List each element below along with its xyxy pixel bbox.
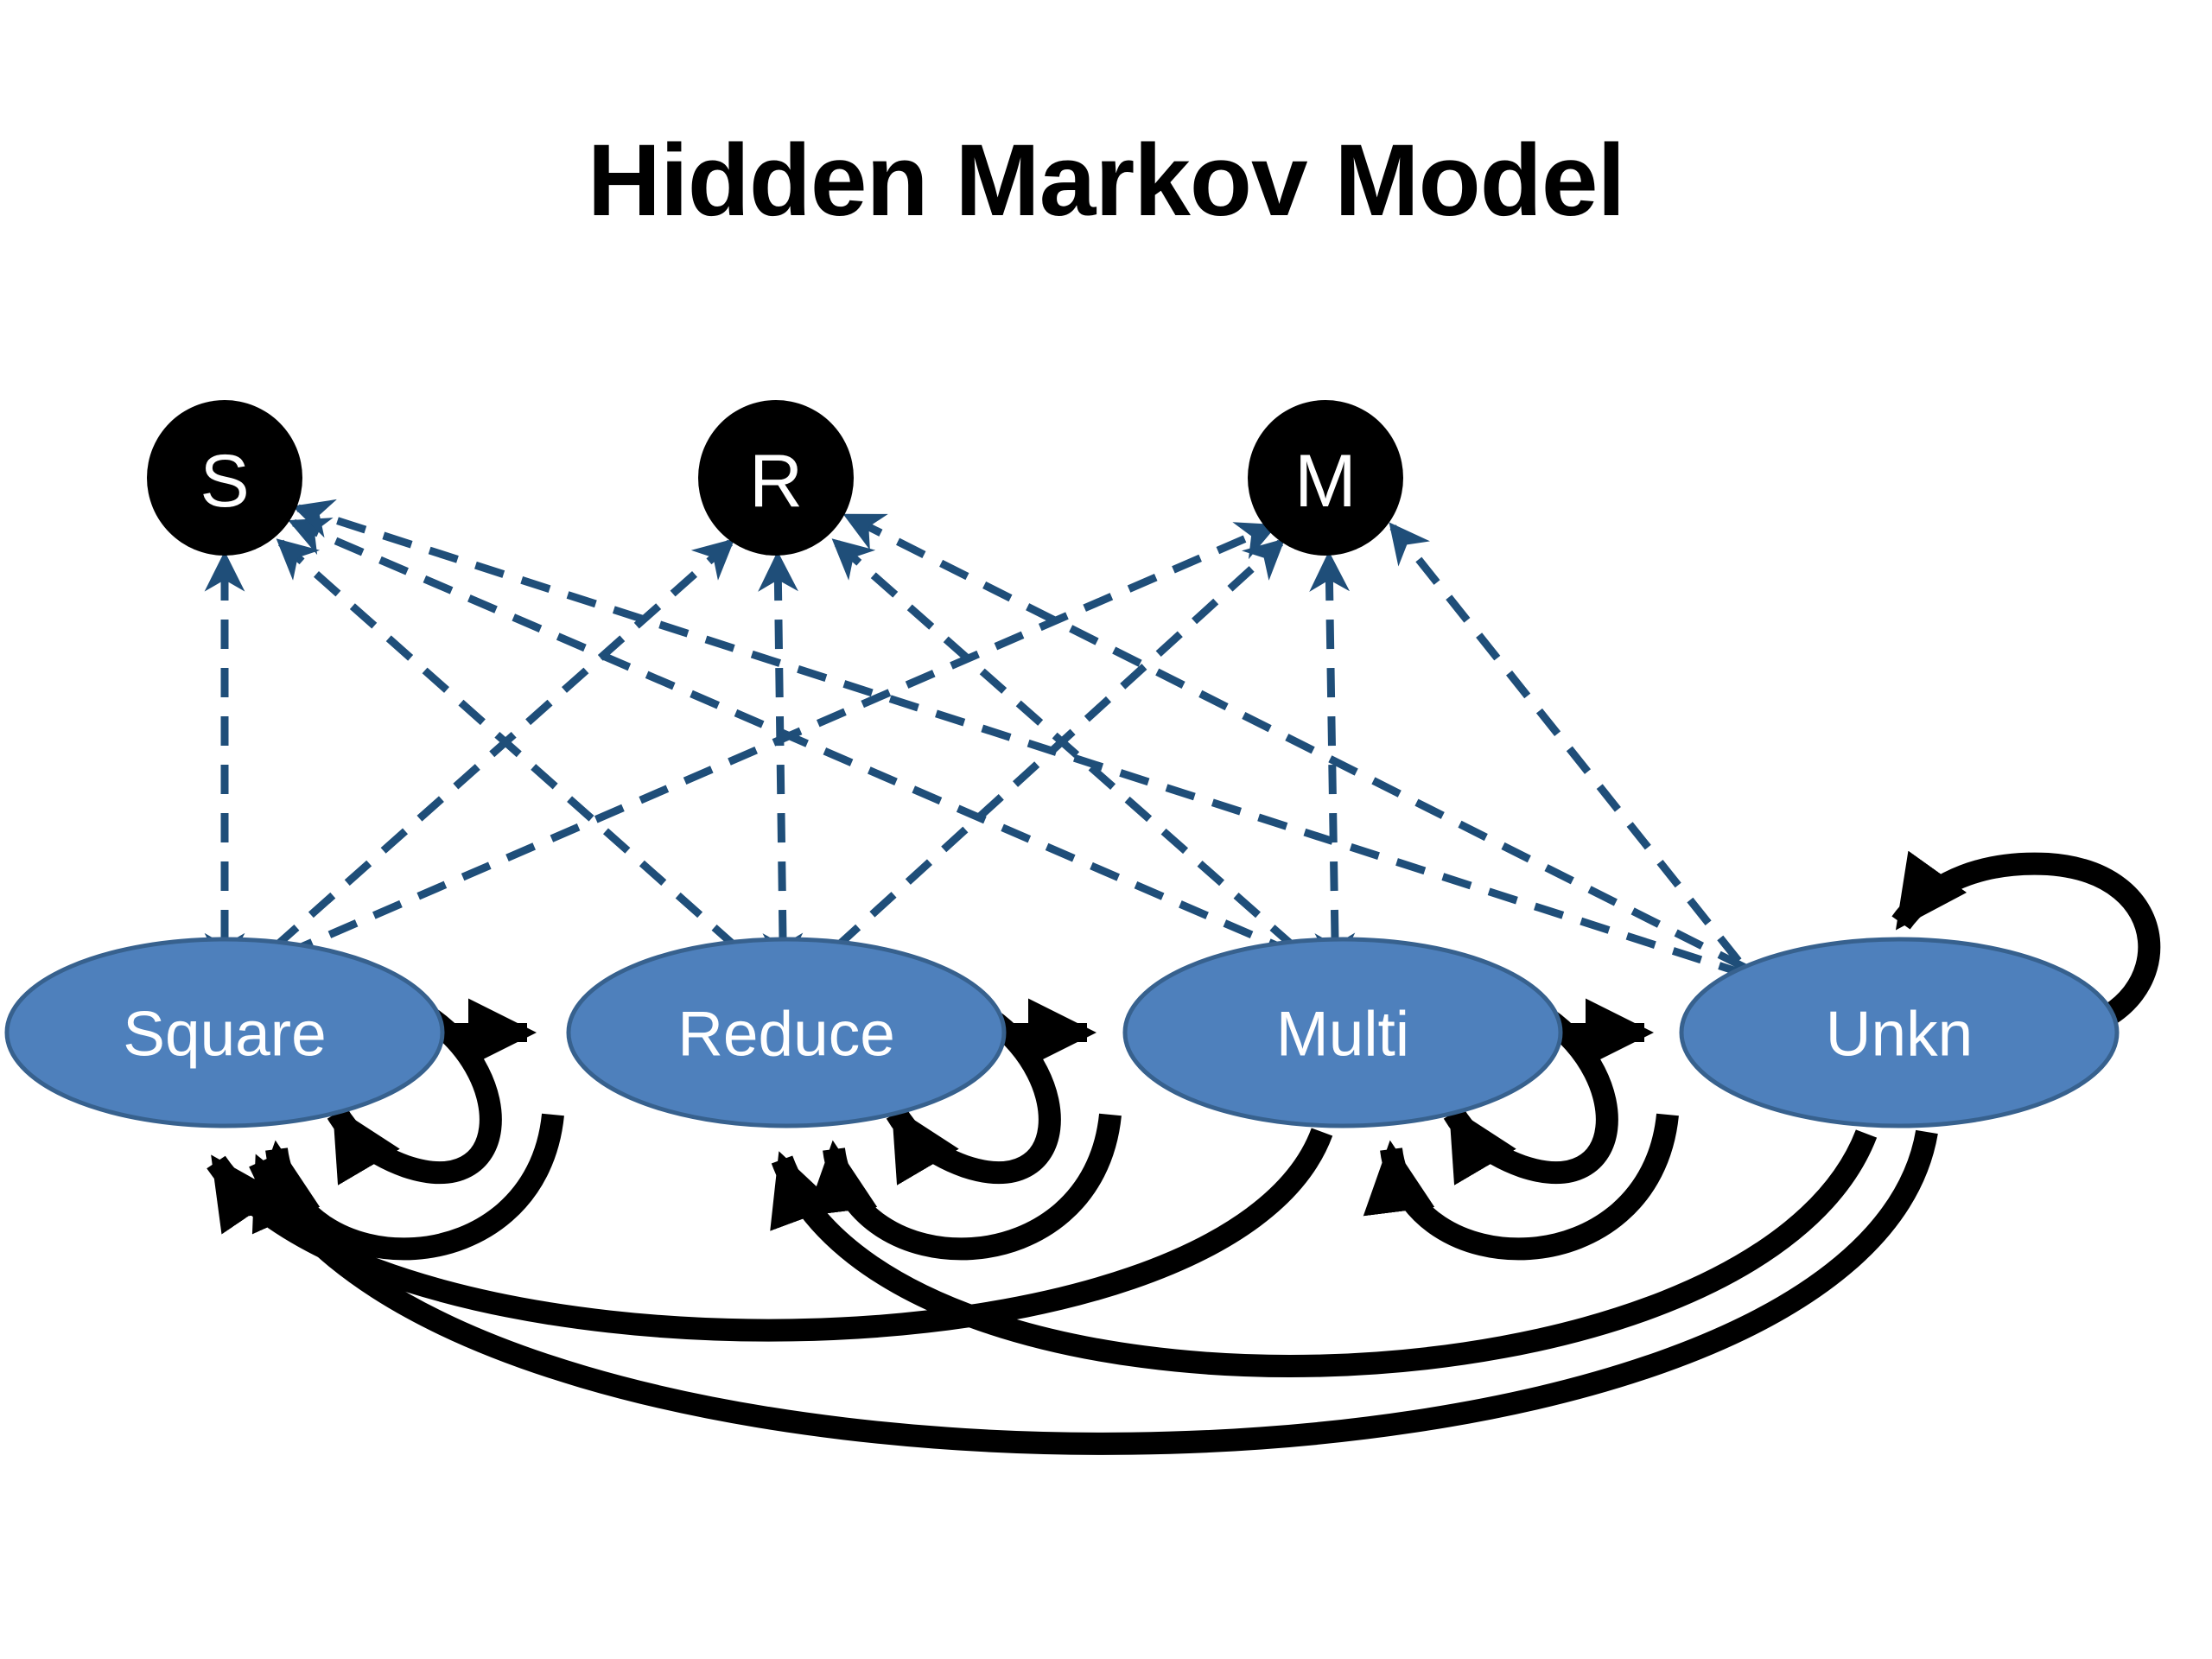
state-label-square: Square — [123, 1000, 326, 1070]
emission-edge-multi-R[interactable] — [831, 538, 1297, 950]
hidden-node-r[interactable]: R — [698, 400, 854, 556]
hidden-node-group: S R M — [147, 400, 1403, 556]
transition-edge-group — [207, 850, 2161, 1455]
emission-edge-unkn-S[interactable] — [292, 499, 1749, 979]
transition-edge-multi-square[interactable] — [207, 1128, 1333, 1342]
state-label-reduce: Reduce — [677, 1000, 895, 1070]
hidden-label-s: S — [200, 440, 249, 523]
emission-edge-square-R[interactable] — [272, 538, 735, 950]
emission-edge-unkn-M[interactable] — [1389, 522, 1742, 963]
state-node-unkn[interactable]: Unkn — [1679, 937, 2120, 1128]
emission-edge-reduce-S[interactable] — [276, 538, 739, 950]
hidden-label-r: R — [749, 440, 803, 523]
emission-edge-reduce-R[interactable] — [758, 550, 804, 974]
state-ellipse-multi[interactable] — [1122, 937, 1563, 1128]
emission-edge-multi-S[interactable] — [288, 518, 1298, 958]
transition-edge-unkn-square[interactable] — [249, 1129, 1938, 1455]
transition-edge-unkn-reduce[interactable] — [770, 1129, 1878, 1377]
hidden-circle-s[interactable] — [147, 400, 302, 556]
state-node-square[interactable]: Square — [4, 937, 445, 1128]
transition-edge-multi-reduce[interactable] — [805, 1113, 1122, 1261]
state-label-multi: Multi — [1276, 1000, 1409, 1070]
state-ellipse-unkn[interactable] — [1679, 937, 2120, 1128]
state-node-multi[interactable]: Multi — [1122, 937, 1563, 1128]
hidden-node-m[interactable]: M — [1248, 400, 1403, 556]
state-node-reduce[interactable]: Reduce — [566, 937, 1007, 1128]
hidden-node-s[interactable]: S — [147, 400, 302, 556]
state-ellipse-reduce[interactable] — [566, 937, 1007, 1128]
transition-edge-reduce-self[interactable] — [886, 1008, 1061, 1185]
state-node-group: Square Reduce Multi Unkn — [4, 937, 2120, 1128]
emission-edge-unkn-R[interactable] — [842, 512, 1748, 972]
emission-edge-group — [204, 499, 1749, 979]
transition-edge-multi-self[interactable] — [1443, 1008, 1618, 1185]
page-title: Hidden Markov Model — [587, 124, 1625, 238]
state-label-unkn: Unkn — [1826, 1000, 1973, 1070]
hidden-circle-r[interactable] — [698, 400, 854, 556]
transition-edge-square-self[interactable] — [327, 1008, 502, 1185]
transition-edge-unkn-multi[interactable] — [1363, 1113, 1679, 1261]
emission-edge-reduce-M[interactable] — [833, 538, 1286, 950]
hidden-label-m: M — [1294, 440, 1357, 523]
transition-edge-unkn-self[interactable] — [1891, 850, 2161, 1039]
transition-edge-reduce-square[interactable] — [248, 1113, 564, 1261]
emission-edge-multi-M[interactable] — [1309, 550, 1356, 974]
state-ellipse-square[interactable] — [4, 937, 445, 1128]
hidden-circle-m[interactable] — [1248, 400, 1403, 556]
